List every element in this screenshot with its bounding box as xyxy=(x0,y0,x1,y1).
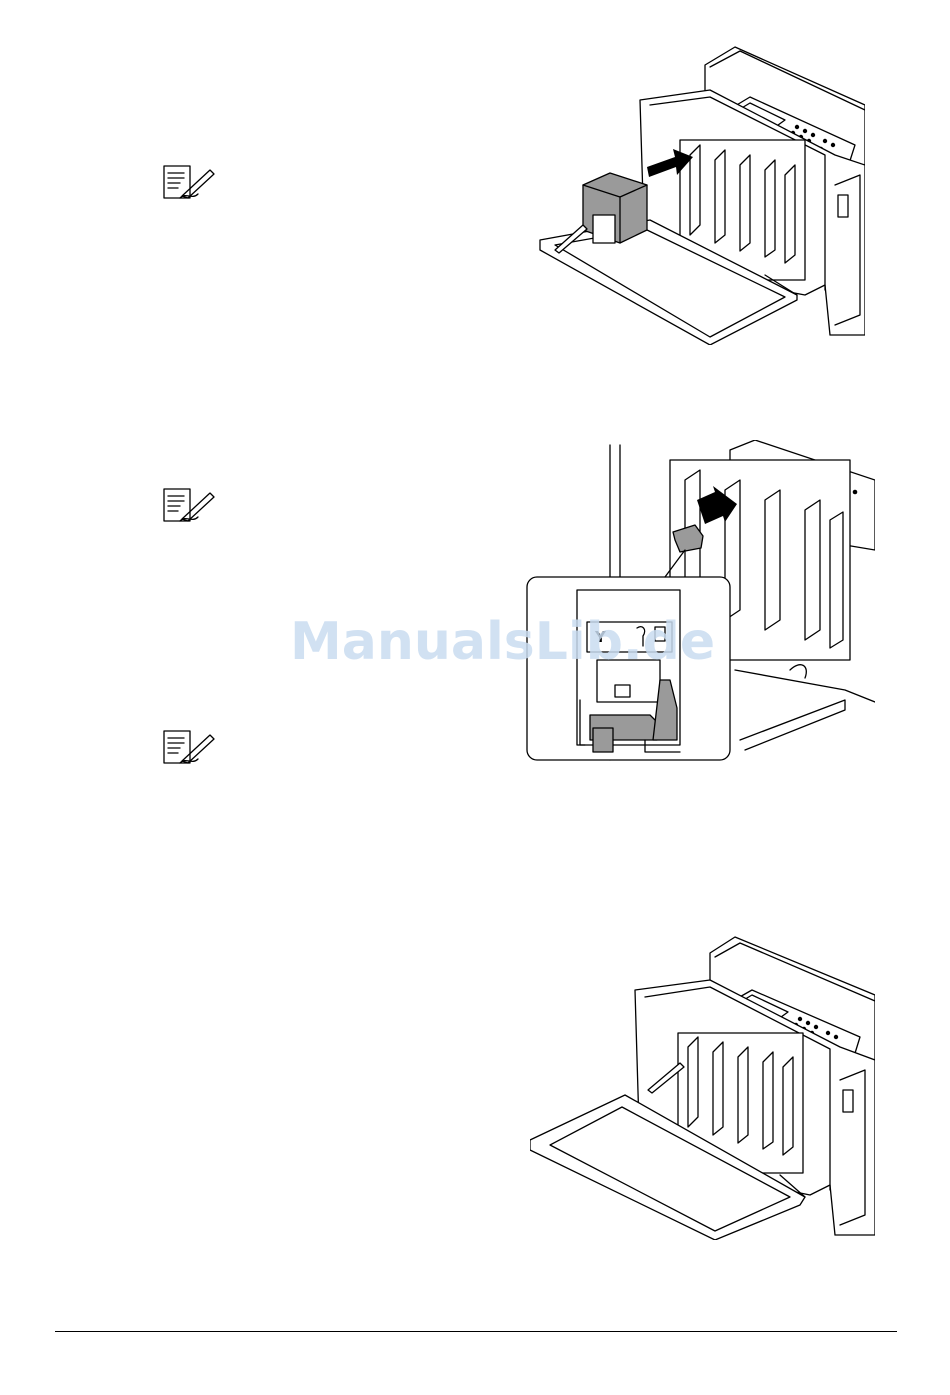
insert-toner-cartridge-figure xyxy=(535,45,865,345)
watermark: ManualsLib.de xyxy=(290,612,715,672)
note-icon xyxy=(162,487,218,525)
note-icon xyxy=(162,729,218,767)
note-icon xyxy=(162,164,218,202)
lock-toner-lever-figure: Y xyxy=(525,440,875,765)
close-front-door-figure xyxy=(530,935,875,1240)
footer-rule xyxy=(55,1331,897,1332)
